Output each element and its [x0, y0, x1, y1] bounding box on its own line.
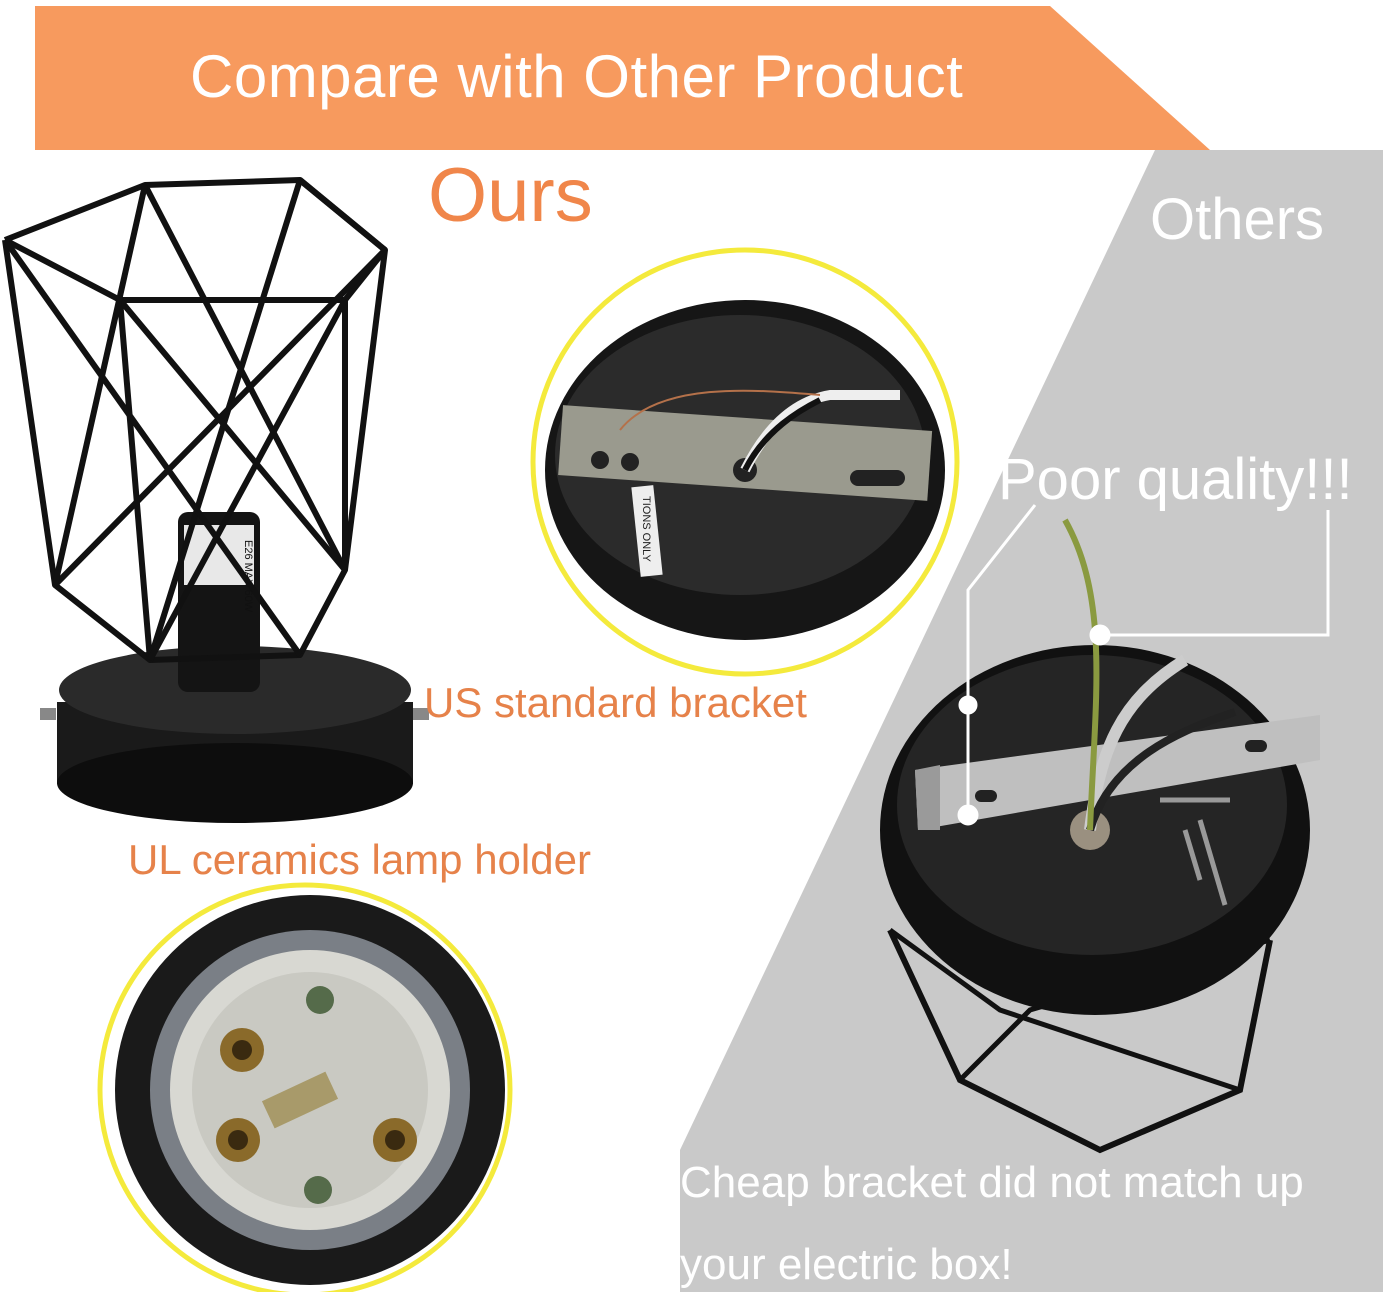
banner-title: Compare with Other Product [190, 43, 964, 110]
banner-arrow [35, 6, 1210, 150]
ours-title: Ours [428, 153, 593, 238]
socket-print: E26 MAX 60W [242, 540, 254, 613]
cheap-bracket-image [880, 518, 1320, 1154]
cage-lamp-image [2, 177, 429, 823]
others-caption-line2: your electric box! [680, 1240, 1013, 1289]
poor-quality-pointers [957, 504, 1330, 826]
lamp-holder-closeup-image [97, 882, 513, 1292]
ul-ceramics-lamp-holder-label: UL ceramics lamp holder [128, 836, 591, 883]
bracket-closeup-image [530, 247, 960, 677]
us-standard-bracket-label: US standard bracket [424, 679, 807, 726]
others-title: Others [1150, 187, 1325, 252]
others-caption-line1: Cheap bracket did not match up [680, 1158, 1304, 1207]
poor-quality-label: Poor quality!!! [998, 447, 1353, 512]
plate-print: TIONS ONLY [640, 496, 652, 562]
